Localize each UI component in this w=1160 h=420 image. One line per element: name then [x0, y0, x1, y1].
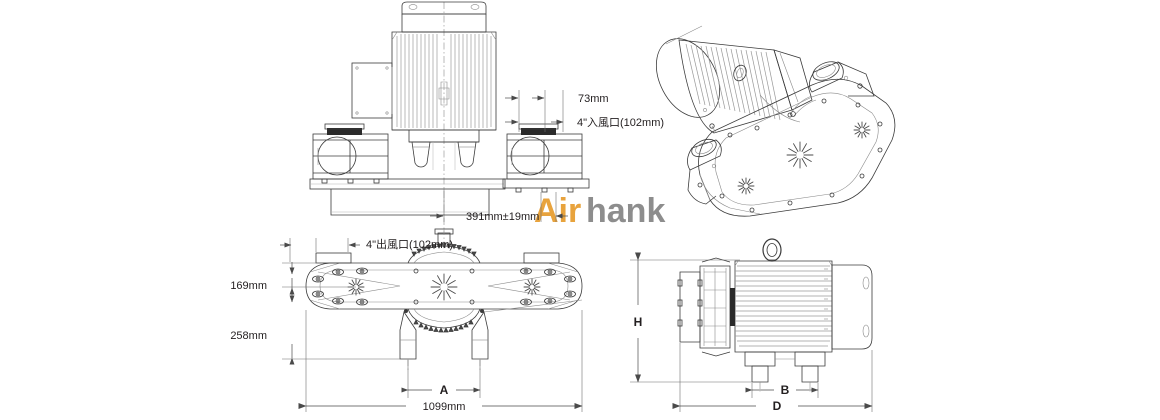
dimension-169mm: 169mm	[230, 262, 356, 295]
dimension-B-label: B	[781, 383, 790, 397]
top-view-bolt-holes	[312, 267, 576, 306]
iso-motor-rear-cap	[655, 25, 721, 118]
dimension-outlet-port-label: 4"出風口(102mm)	[366, 237, 453, 251]
front-view-right-port	[502, 123, 590, 193]
dimension-H-label: H	[634, 315, 643, 329]
isometric-view	[655, 25, 896, 217]
motor-flange	[408, 130, 480, 170]
iso-connection-tube	[790, 95, 817, 117]
watermark-air-text: Air	[534, 192, 581, 230]
dimension-73mm-label: 73mm	[578, 93, 609, 105]
iso-starburst-right	[853, 121, 871, 139]
side-view-motor-body	[734, 260, 833, 353]
front-view-left-port	[312, 123, 389, 184]
dimension-B: B	[745, 383, 819, 398]
dimension-258mm-label: 258mm	[230, 330, 267, 342]
side-view: H B D	[630, 238, 873, 413]
dimension-D-label: D	[773, 399, 782, 413]
watermark-hank-text: hank	[586, 192, 665, 230]
dimension-1099mm: 1099mm	[298, 310, 583, 413]
side-view-fin-ticks	[824, 268, 828, 330]
iso-blower-housing	[698, 78, 896, 217]
iso-motor-fins	[685, 43, 781, 121]
watermark: Air hank	[534, 192, 665, 230]
front-view: 73mm 4"入風口(102mm) 391mm±19mm	[309, 1, 664, 232]
iso-port-lower	[687, 138, 722, 205]
iso-motor-flange	[759, 49, 813, 123]
dimension-inlet-port-label: 4"入風口(102mm)	[577, 117, 664, 129]
dimension-1099mm-label: 1099mm	[423, 401, 466, 413]
iso-motor-body	[678, 39, 793, 134]
iso-detail-marks	[703, 108, 717, 134]
motor-terminal-box	[351, 62, 393, 119]
iso-starburst-center	[786, 141, 814, 169]
side-view-motor-rear	[831, 264, 873, 350]
dimension-inlet-port: 4"入風口(102mm)	[505, 117, 664, 129]
top-view: 4"出風口(102mm) 169mm 258mm A	[230, 228, 583, 413]
top-view-starburst-center	[430, 273, 458, 301]
top-view-motor-coupling-lower	[399, 299, 583, 372]
top-view-motor-coupling-upper	[407, 228, 481, 264]
iso-port-upper	[809, 61, 875, 97]
dimension-258mm: 258mm	[230, 288, 400, 365]
lifting-eye	[762, 238, 782, 262]
dimension-H: H	[630, 252, 752, 383]
side-view-motor-fins	[735, 265, 832, 347]
top-view-gear-teeth-lower	[413, 319, 474, 333]
iso-starburst-left	[737, 177, 755, 195]
motor-cooling-fins	[396, 34, 492, 128]
top-view-housing-outline	[305, 262, 583, 310]
side-view-feet	[744, 351, 826, 392]
dimension-169mm-label: 169mm	[230, 280, 267, 292]
dimension-391mm-label: 391mm±19mm	[466, 211, 539, 223]
iso-housing-bolts	[719, 98, 883, 213]
dimension-D: D	[672, 343, 873, 413]
top-view-flange-tabs	[315, 252, 560, 264]
base-plate	[309, 178, 506, 216]
dimension-73mm: 73mm	[505, 90, 609, 132]
side-view-blower-housing	[677, 257, 735, 357]
dimension-A: A	[401, 360, 481, 398]
dimension-outlet-port: 4"出風口(102mm)	[280, 237, 453, 262]
dimension-A-label: A	[440, 383, 449, 397]
dimension-391mm: 391mm±19mm	[430, 189, 568, 223]
